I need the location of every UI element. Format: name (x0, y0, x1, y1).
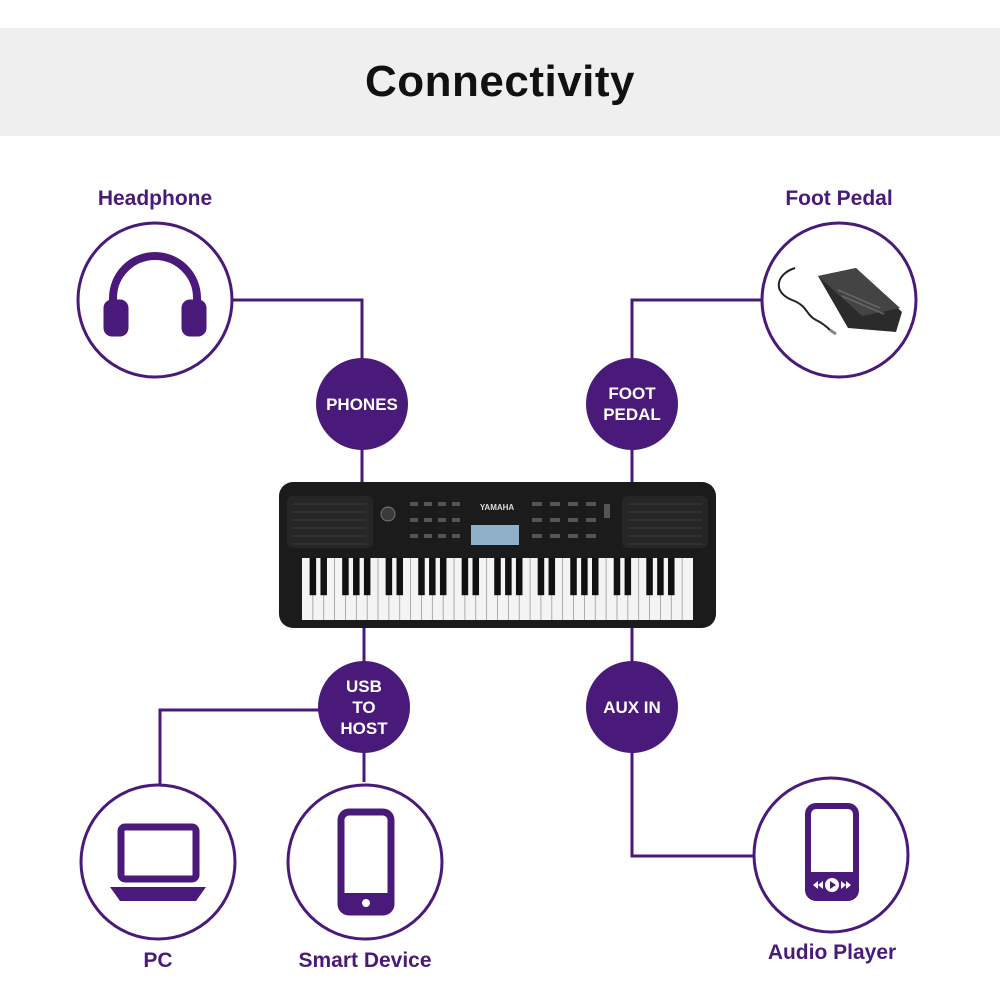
black-key (646, 558, 653, 596)
black-key (668, 558, 675, 596)
sustain-pedal-photo (777, 267, 902, 336)
line-usb-pc (158, 708, 322, 785)
black-key (472, 558, 480, 596)
device-label-pc: PC (143, 949, 173, 972)
black-key (613, 558, 621, 596)
black-key (439, 558, 447, 596)
black-key (396, 558, 404, 596)
black-key (385, 558, 393, 596)
headphone-circle (76, 221, 234, 379)
black-key (320, 558, 327, 596)
black-key (505, 558, 512, 596)
header-band (0, 28, 1000, 136)
laptop-icon (110, 823, 206, 901)
line-headphone-phones (232, 298, 364, 360)
port-label-foot-pedal: FOOT PEDAL (603, 384, 661, 424)
device-label-smart-device: Smart Device (298, 949, 432, 972)
black-key (537, 558, 545, 596)
black-key (581, 558, 588, 596)
black-key (309, 558, 317, 596)
black-key (429, 558, 436, 596)
port-circle-usb (318, 661, 410, 753)
audio-player-icon (805, 803, 859, 901)
device-label-headphone: Headphone (97, 187, 213, 210)
port-label-usb-to-host: USB TO HOST (340, 676, 388, 738)
black-key (591, 558, 599, 596)
black-key (494, 558, 501, 596)
black-key (342, 558, 349, 596)
keyboard-brand: YAMAHA (480, 503, 515, 512)
port-label-phones: PHONES (326, 394, 398, 414)
black-key (363, 558, 371, 596)
keyboard-illustration (279, 482, 716, 628)
line-footpedal-port (630, 298, 762, 360)
page-title: Connectivity (364, 57, 636, 106)
black-key (418, 558, 425, 596)
black-key (548, 558, 556, 596)
connector-lines (158, 298, 762, 858)
device-label-audio-player: Audio Player (767, 941, 897, 964)
headphones-icon (103, 252, 207, 337)
black-key (624, 558, 632, 596)
port-label-aux-in: AUX IN (603, 697, 661, 717)
black-key (461, 558, 469, 596)
port-circle-foot-pedal (586, 358, 678, 450)
black-key (570, 558, 577, 596)
black-key (657, 558, 664, 596)
black-key (515, 558, 523, 596)
port-circle-phones (316, 358, 408, 450)
audio-player-circle (752, 776, 910, 934)
port-circle-aux (586, 661, 678, 753)
device-label-foot-pedal: Foot Pedal (785, 187, 893, 210)
line-auxin-audioplayer (630, 752, 754, 858)
smart-device-circle (286, 783, 444, 941)
pc-circle (79, 783, 237, 941)
black-key (353, 558, 360, 596)
smartphone-icon (337, 808, 395, 916)
